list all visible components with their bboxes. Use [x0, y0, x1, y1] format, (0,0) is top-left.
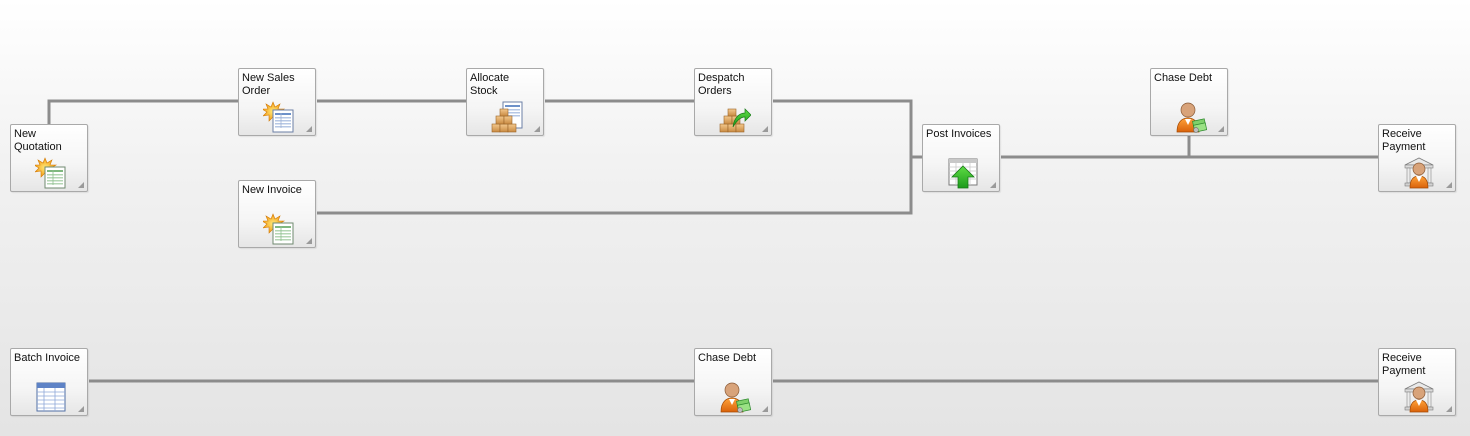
node-label: Despatch Orders	[698, 72, 745, 97]
connector-new-invoice-to-post-invoices	[317, 157, 913, 215]
node-new-invoice[interactable]: New Invoice	[238, 180, 316, 248]
node-batch-invoice[interactable]: Batch Invoice	[10, 348, 88, 416]
new-document-icon	[32, 157, 67, 189]
resize-grip-icon	[1218, 126, 1224, 132]
node-label: Receive Payment	[1382, 128, 1426, 153]
resize-grip-icon	[762, 406, 768, 412]
node-chase-debt-bottom[interactable]: Chase Debt	[694, 348, 772, 416]
node-label: Post Invoices	[926, 128, 992, 140]
resize-grip-icon	[1446, 182, 1452, 188]
resize-grip-icon	[990, 182, 996, 188]
person-bank-icon	[1403, 157, 1435, 189]
node-new-quotation[interactable]: New Quotation	[10, 124, 88, 192]
resize-grip-icon	[306, 238, 312, 244]
resize-grip-icon	[762, 126, 768, 132]
person-bank-icon	[1403, 381, 1435, 413]
node-chase-debt-top[interactable]: Chase Debt	[1150, 68, 1228, 136]
node-label: Allocate Stock	[470, 72, 510, 97]
node-label: Batch Invoice	[14, 352, 81, 364]
resize-grip-icon	[1446, 406, 1452, 412]
connector-quotation-to-sales-order	[47, 99, 238, 124]
person-money-icon	[719, 381, 752, 413]
node-label: New Quotation	[14, 128, 62, 153]
new-order-icon	[260, 101, 295, 133]
resize-grip-icon	[534, 126, 540, 132]
stock-boxes-icon	[491, 101, 523, 133]
node-allocate-stock[interactable]: Allocate Stock	[466, 68, 544, 136]
node-label: Chase Debt	[1154, 72, 1213, 84]
connector-despatch-to-post-invoices	[773, 99, 922, 159]
node-label: New Sales Order	[242, 72, 295, 97]
node-label: Receive Payment	[1382, 352, 1426, 377]
node-receive-payment-bottom[interactable]: Receive Payment	[1378, 348, 1456, 416]
post-arrow-icon	[947, 157, 979, 189]
node-post-invoices[interactable]: Post Invoices	[922, 124, 1000, 192]
new-document-icon	[260, 213, 295, 245]
node-label: New Invoice	[242, 184, 302, 196]
person-money-icon	[1175, 101, 1208, 133]
node-receive-payment-top[interactable]: Receive Payment	[1378, 124, 1456, 192]
despatch-boxes-icon	[719, 101, 752, 133]
resize-grip-icon	[78, 406, 84, 412]
node-label: Chase Debt	[698, 352, 757, 364]
node-new-sales-order[interactable]: New Sales Order	[238, 68, 316, 136]
table-document-icon	[35, 381, 67, 413]
resize-grip-icon	[306, 126, 312, 132]
resize-grip-icon	[78, 182, 84, 188]
node-despatch-orders[interactable]: Despatch Orders	[694, 68, 772, 136]
